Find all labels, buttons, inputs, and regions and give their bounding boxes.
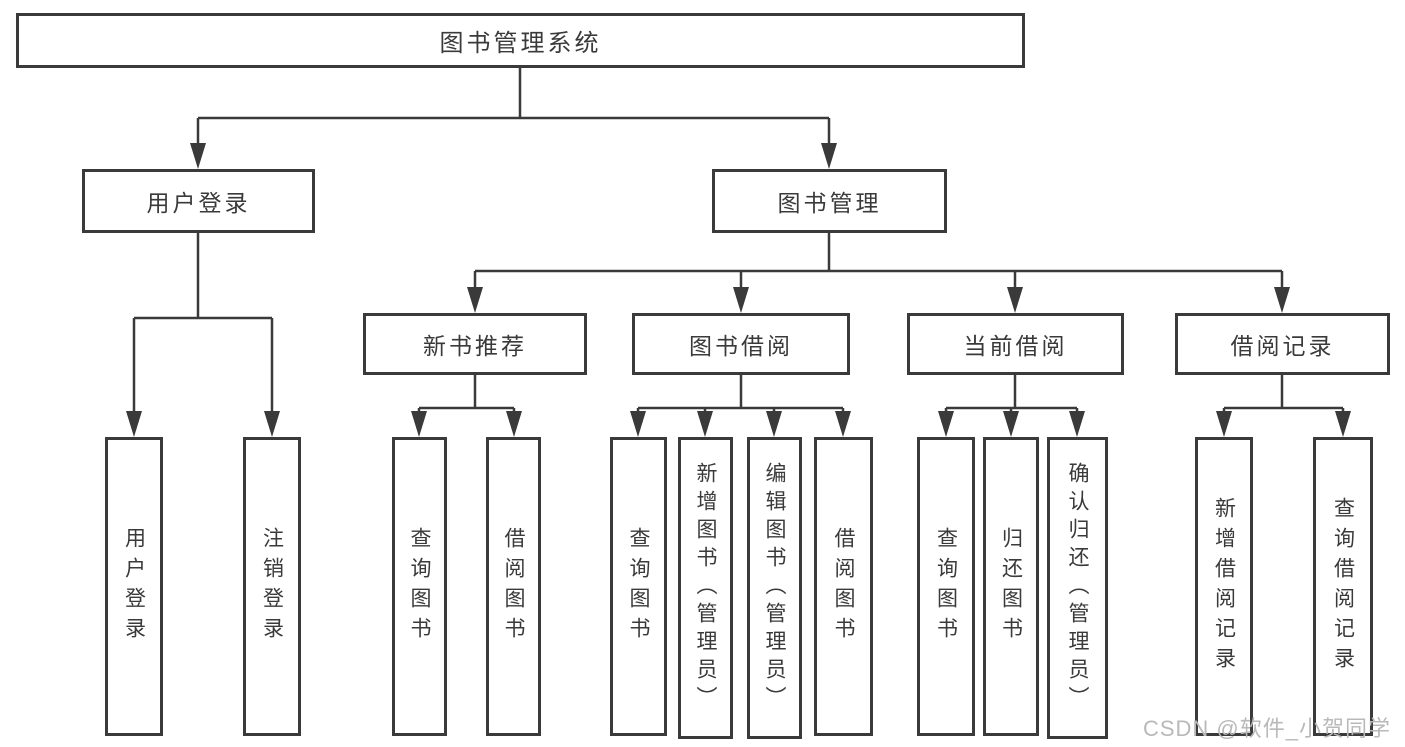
node-user-login: 用户登录	[82, 169, 315, 233]
leaf-current-query-books: 查询图书	[917, 437, 975, 736]
leaf-label: 查询借阅记录	[1331, 496, 1355, 677]
node-book-management: 图书管理	[712, 169, 947, 233]
leaf-label: 注销登录	[260, 526, 284, 647]
leaf-recommend-borrow-books: 借阅图书	[486, 437, 541, 736]
leaf-borrowing-add-books-admin: 新增图书（管理员）	[678, 437, 733, 739]
node-book-borrowing: 图书借阅	[632, 313, 850, 375]
node-borrowing-records: 借阅记录	[1175, 313, 1390, 375]
node-label: 图书借阅	[689, 333, 793, 359]
node-system-root: 图书管理系统	[16, 13, 1025, 68]
leaf-borrowing-query-books: 查询图书	[610, 437, 667, 736]
node-current-borrowing: 当前借阅	[907, 313, 1124, 375]
leaf-logout: 注销登录	[243, 437, 301, 736]
leaf-label: 借阅图书	[502, 526, 525, 647]
leaf-label: 确认归还（管理员）	[1066, 462, 1089, 714]
leaf-records-add-record: 新增借阅记录	[1195, 437, 1253, 736]
node-label: 借阅记录	[1230, 333, 1335, 359]
leaf-label: 编辑图书（管理员）	[763, 462, 786, 714]
leaf-label: 用户登录	[122, 526, 146, 647]
leaf-label: 新增借阅记录	[1212, 496, 1236, 677]
leaf-borrowing-borrow-books: 借阅图书	[814, 437, 873, 736]
leaf-current-confirm-return-admin: 确认归还（管理员）	[1047, 437, 1108, 739]
node-label: 当前借阅	[963, 333, 1068, 359]
arrowheads	[126, 143, 1351, 437]
leaf-label: 归还图书	[999, 526, 1023, 647]
watermark-text: CSDN @软件_小贺同学	[1142, 716, 1391, 741]
node-label: 图书管理系统	[439, 30, 602, 57]
node-label: 图书管理	[777, 190, 882, 216]
leaf-recommend-query-books: 查询图书	[392, 437, 447, 736]
leaf-label: 查询图书	[408, 526, 431, 647]
leaf-current-return-books: 归还图书	[983, 437, 1039, 736]
leaf-label: 新增图书（管理员）	[694, 462, 717, 714]
leaf-borrowing-edit-books-admin: 编辑图书（管理员）	[747, 437, 802, 739]
leaf-records-query-record: 查询借阅记录	[1313, 437, 1373, 736]
node-label: 新书推荐	[423, 333, 527, 359]
leaf-label: 查询图书	[934, 526, 958, 647]
leaf-label: 查询图书	[627, 526, 650, 647]
leaf-label: 借阅图书	[832, 526, 855, 647]
node-new-book-recommend: 新书推荐	[363, 313, 587, 375]
node-label: 用户登录	[146, 190, 251, 216]
leaf-user-login: 用户登录	[105, 437, 163, 736]
